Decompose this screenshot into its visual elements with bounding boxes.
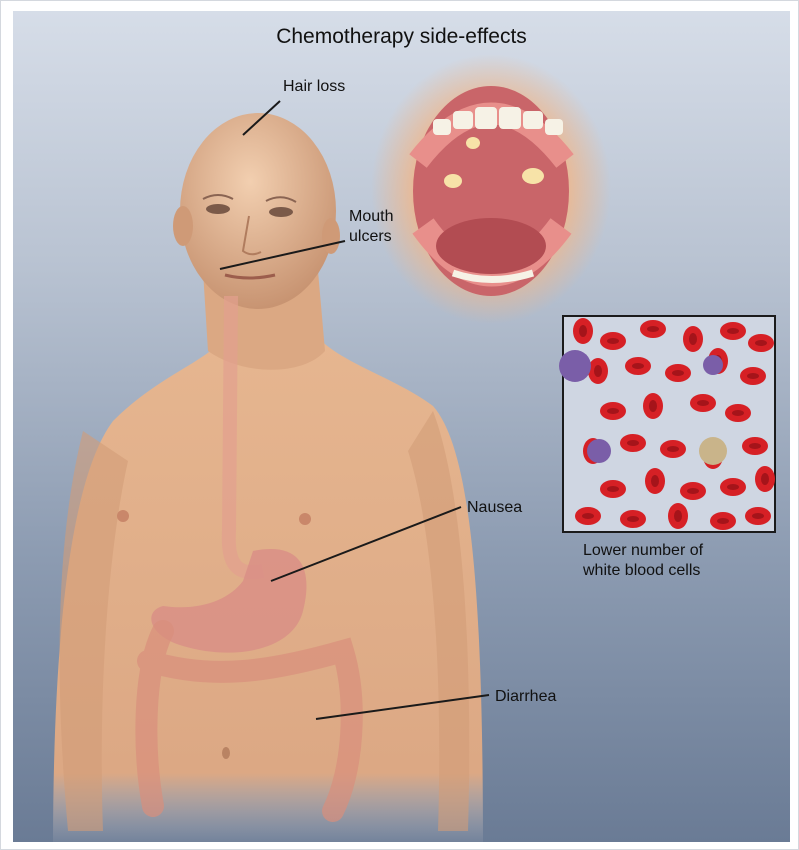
white-blood-cell xyxy=(587,439,611,463)
red-blood-cell-center xyxy=(727,328,739,334)
blood-cells-label-line1: Lower number of xyxy=(583,541,703,560)
nausea-label: Nausea xyxy=(467,498,522,517)
hair-loss-label: Hair loss xyxy=(283,77,345,96)
white-blood-cell xyxy=(699,437,727,465)
blood-cells-inset xyxy=(559,316,775,532)
red-blood-cell-center xyxy=(674,510,682,522)
mouth-ulcers-label-line2: ulcers xyxy=(349,227,392,246)
mouth-ulcer-inset xyxy=(371,54,611,324)
red-blood-cell-center xyxy=(687,488,699,494)
red-blood-cell-center xyxy=(749,443,761,449)
red-blood-cell-center xyxy=(627,440,639,446)
illustration-art xyxy=(13,11,790,842)
blood-cells-label-line2: white blood cells xyxy=(583,561,700,580)
diarrhea-label: Diarrhea xyxy=(495,687,556,706)
red-blood-cell-center xyxy=(632,363,644,369)
white-blood-cell xyxy=(703,355,723,375)
red-blood-cell-center xyxy=(717,518,729,524)
red-blood-cell-center xyxy=(594,365,602,377)
red-blood-cell-center xyxy=(761,473,769,485)
red-blood-cell-center xyxy=(582,513,594,519)
figure-title: Chemotherapy side-effects xyxy=(13,25,790,49)
red-blood-cell-center xyxy=(747,373,759,379)
white-blood-cell xyxy=(559,350,591,382)
red-blood-cell-center xyxy=(607,486,619,492)
red-blood-cell-center xyxy=(579,325,587,337)
red-blood-cell-center xyxy=(647,326,659,332)
red-blood-cell-center xyxy=(697,400,709,406)
red-blood-cell-center xyxy=(755,340,767,346)
red-blood-cell-center xyxy=(627,516,639,522)
red-blood-cell-center xyxy=(732,410,744,416)
red-blood-cell-center xyxy=(649,400,657,412)
red-blood-cell-center xyxy=(607,338,619,344)
red-blood-cell-center xyxy=(727,484,739,490)
illustration-panel: Chemotherapy side-effects Hair loss Mout… xyxy=(13,11,790,842)
red-blood-cell-center xyxy=(672,370,684,376)
red-blood-cell-center xyxy=(667,446,679,452)
mouth-ulcers-label-line1: Mouth xyxy=(349,207,393,226)
red-blood-cell-center xyxy=(651,475,659,487)
red-blood-cell-center xyxy=(752,513,764,519)
red-blood-cell-center xyxy=(607,408,619,414)
red-blood-cell-center xyxy=(689,333,697,345)
